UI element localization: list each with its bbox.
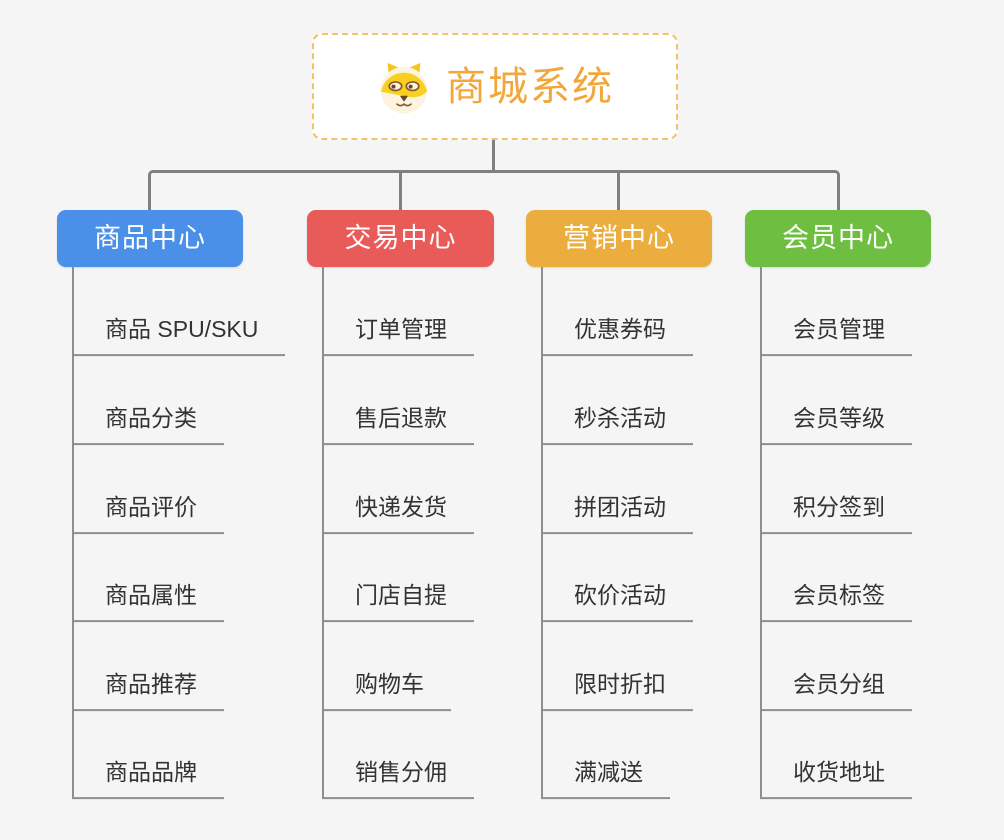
branch-item[interactable]: 商品推荐	[72, 670, 224, 711]
branch-item-label: 商品评价	[105, 494, 197, 521]
branch-node[interactable]: 交易中心	[307, 210, 494, 267]
branch-item-label: 售后退款	[355, 405, 447, 432]
branch-item-label: 销售分佣	[355, 759, 447, 786]
branch-item[interactable]: 砍价活动	[541, 581, 693, 622]
branch-label: 营销中心	[563, 223, 675, 253]
branch-item[interactable]: 秒杀活动	[541, 404, 693, 445]
branch-item-label: 满减送	[574, 759, 643, 786]
branch-item-label: 秒杀活动	[574, 405, 666, 432]
branch-item-label: 商品 SPU/SKU	[105, 316, 259, 343]
branch-item-label: 订单管理	[355, 316, 447, 343]
branch-item[interactable]: 购物车	[322, 670, 451, 711]
branch-item[interactable]: 商品评价	[72, 493, 224, 534]
branch-item[interactable]: 订单管理	[322, 315, 474, 356]
branch-item-label: 限时折扣	[574, 671, 666, 698]
branch-item[interactable]: 会员标签	[760, 581, 912, 622]
connector-bus	[148, 170, 840, 210]
branch-item-label: 会员等级	[793, 405, 885, 432]
shiba-dog-icon	[380, 62, 428, 113]
branch-item[interactable]: 商品 SPU/SKU	[72, 315, 286, 356]
branch-item[interactable]: 快递发货	[322, 493, 474, 534]
connector-root-stub	[492, 140, 495, 172]
branch-node[interactable]: 商品中心	[57, 210, 243, 267]
root-title: 商城系统	[446, 64, 614, 109]
branch-node[interactable]: 营销中心	[526, 210, 712, 267]
branch-item-label: 商品分类	[105, 405, 197, 432]
branch-item[interactable]: 商品属性	[72, 581, 224, 622]
branch-item-label: 快递发货	[355, 494, 447, 521]
connector-stub-3	[617, 172, 620, 210]
branch-item[interactable]: 限时折扣	[541, 670, 693, 711]
branch-item-label: 优惠券码	[574, 316, 666, 343]
branch-item[interactable]: 销售分佣	[322, 758, 474, 799]
branch-item-label: 商品属性	[105, 582, 197, 609]
branch-item[interactable]: 收货地址	[760, 758, 912, 799]
branch-item[interactable]: 商品分类	[72, 404, 224, 445]
branch-item-label: 购物车	[355, 671, 424, 698]
branch-item[interactable]: 售后退款	[322, 404, 474, 445]
branch-label: 交易中心	[344, 223, 457, 253]
branch-item[interactable]: 积分签到	[760, 493, 912, 534]
branch-item[interactable]: 拼团活动	[541, 493, 693, 534]
branch-item-label: 会员标签	[793, 582, 885, 609]
root-node[interactable]: 商城系统	[312, 33, 678, 140]
branch-item[interactable]: 会员分组	[760, 670, 912, 711]
branch-node[interactable]: 会员中心	[745, 210, 931, 267]
branch-item-label: 商品品牌	[105, 759, 197, 786]
branch-item-label: 砍价活动	[574, 582, 666, 609]
branch-item[interactable]: 优惠券码	[541, 315, 693, 356]
branch-item-label: 会员管理	[793, 316, 885, 343]
branch-label: 会员中心	[782, 223, 894, 253]
branch-item-label: 商品推荐	[105, 671, 197, 698]
branch-item-label: 收货地址	[793, 759, 885, 786]
branch-item[interactable]: 会员等级	[760, 404, 912, 445]
branch-item-label: 会员分组	[793, 671, 885, 698]
branch-item-label: 拼团活动	[574, 494, 666, 521]
branch-item-label: 积分签到	[793, 494, 885, 521]
branch-item[interactable]: 商品品牌	[72, 758, 224, 799]
branch-item[interactable]: 会员管理	[760, 315, 912, 356]
branch-item[interactable]: 门店自提	[322, 581, 474, 622]
branch-item-label: 门店自提	[355, 582, 447, 609]
branch-item[interactable]: 满减送	[541, 758, 670, 799]
branch-label: 商品中心	[94, 223, 206, 253]
connector-stub-2	[399, 172, 402, 210]
